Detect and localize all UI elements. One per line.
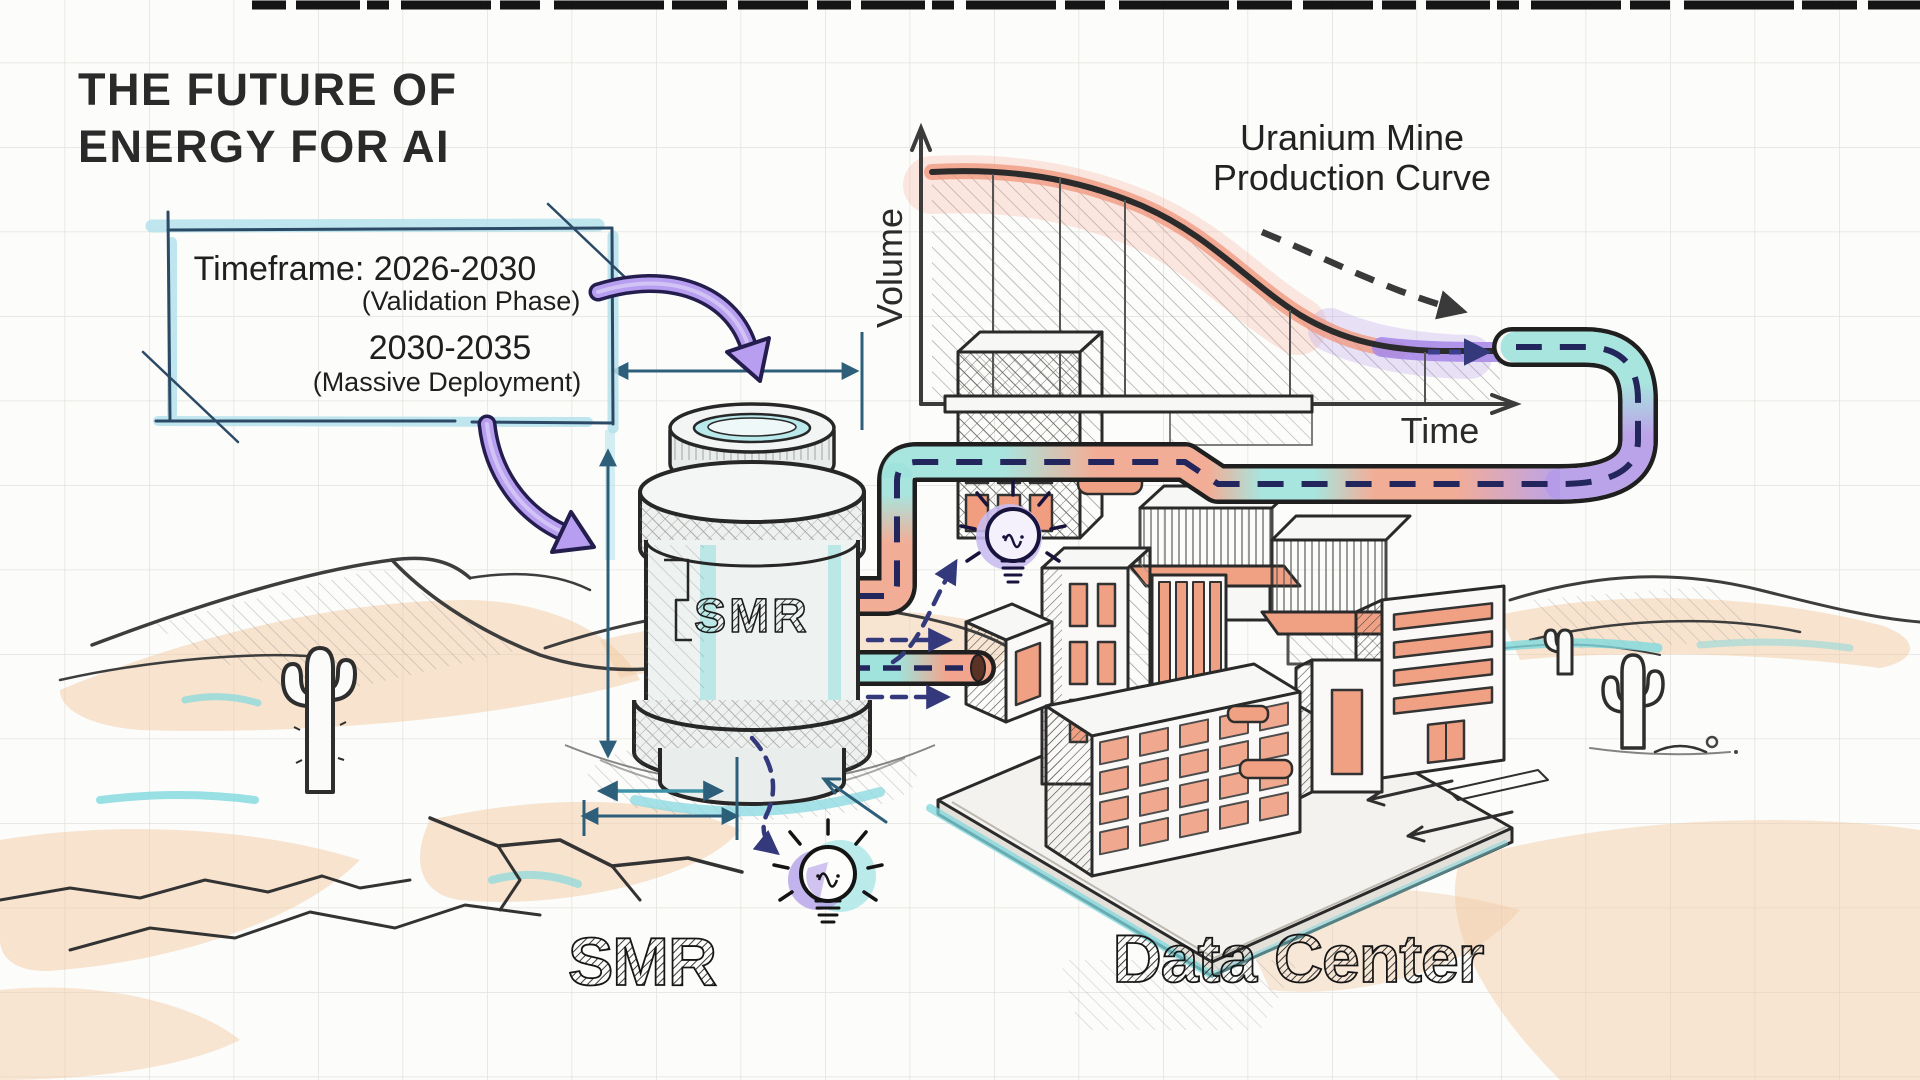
chart-title-line2: Production Curve xyxy=(1213,157,1491,198)
production-curve xyxy=(929,168,1501,354)
cactus-left xyxy=(281,646,357,794)
trend-dashed-arrow xyxy=(1260,228,1468,320)
back-roof-hatch xyxy=(1169,411,1313,446)
timeframe-box: Timeframe: 2026-2030 (Validation Phase) … xyxy=(141,202,632,444)
cactus-right-small xyxy=(1543,628,1574,676)
platform-markings xyxy=(1366,769,1549,843)
building-back-tower xyxy=(956,330,1104,540)
pipe-loop xyxy=(835,327,1658,616)
platform-pointer-line xyxy=(820,777,888,824)
building-connector-box xyxy=(964,602,1054,724)
y-axis-label: Volume xyxy=(869,208,910,328)
building-front-grid xyxy=(1044,662,1302,878)
ground-cracks xyxy=(0,744,1731,952)
period2-text: 2030-2035 xyxy=(369,329,532,367)
desert-background xyxy=(0,556,1920,1080)
dimension-annotations xyxy=(580,332,864,840)
building-mid-box xyxy=(1294,658,1384,802)
lightbulb-icon xyxy=(772,818,884,924)
phase2-text: (Massive Deployment) xyxy=(313,367,582,397)
purple-arrow-to-smr xyxy=(588,274,771,383)
lightbulb-icon xyxy=(959,479,1067,584)
page-title-line1: THE FUTURE OF xyxy=(78,64,457,115)
timeframe-text: Timeframe: 2026-2030 xyxy=(194,250,537,288)
back-roof-slab xyxy=(943,394,1314,414)
x-axis-label: Time xyxy=(1401,410,1480,451)
purple-arrow-to-dimension xyxy=(477,414,596,554)
pipe-smr-to-datacenter xyxy=(832,650,996,686)
page-title-line2: ENERGY FOR AI xyxy=(78,121,450,172)
chart-title-line1: Uranium Mine xyxy=(1240,117,1464,158)
phase1-text: (Validation Phase) xyxy=(362,286,581,316)
cactus-right-large xyxy=(1601,653,1665,750)
smr-vessel-label: SMR xyxy=(694,590,810,643)
data-center-caption: Data Center xyxy=(1113,921,1484,997)
platform-shadow-hatch xyxy=(1060,960,1300,1030)
production-chart: Uranium Mine Production Curve Volume Tim… xyxy=(869,117,1522,451)
energy-flow-arrows xyxy=(749,558,958,856)
smr-caption: SMR xyxy=(568,924,716,1000)
